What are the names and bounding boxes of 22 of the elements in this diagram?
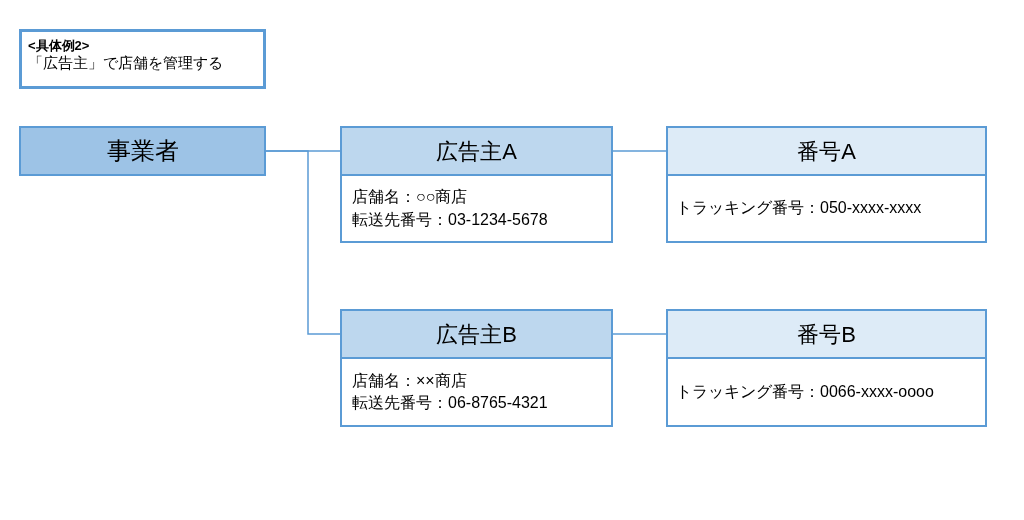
entity-title: 事業者 — [106, 136, 179, 166]
note-box — [19, 29, 266, 89]
card-title: 広告主A — [436, 137, 517, 166]
connector-line — [612, 150, 667, 152]
connector-line — [265, 150, 341, 335]
entity-box — [19, 126, 266, 176]
card-title: 番号B — [797, 320, 856, 349]
card-detail: トラッキング番号：0066-xxxx-oooo — [676, 381, 935, 402]
connector-line — [612, 333, 667, 335]
note-text: 「広告主」で店舗を管理する — [28, 54, 224, 73]
note-heading: <具体例2> — [28, 38, 91, 55]
card-detail: トラッキング番号：050-xxxx-xxxx — [676, 198, 923, 219]
card-detail: 店舗名：○○商店 — [352, 187, 469, 208]
card-detail: 店舗名：××商店 — [352, 370, 468, 391]
card-title: 広告主B — [436, 320, 517, 349]
card-detail: 転送先番号：06-8765-4321 — [352, 393, 549, 413]
info-card — [666, 126, 987, 243]
info-card — [340, 309, 613, 427]
info-card — [340, 126, 613, 243]
info-card — [666, 309, 987, 427]
card-title: 番号A — [797, 137, 856, 166]
card-detail: 転送先番号：03-1234-5678 — [352, 209, 549, 230]
